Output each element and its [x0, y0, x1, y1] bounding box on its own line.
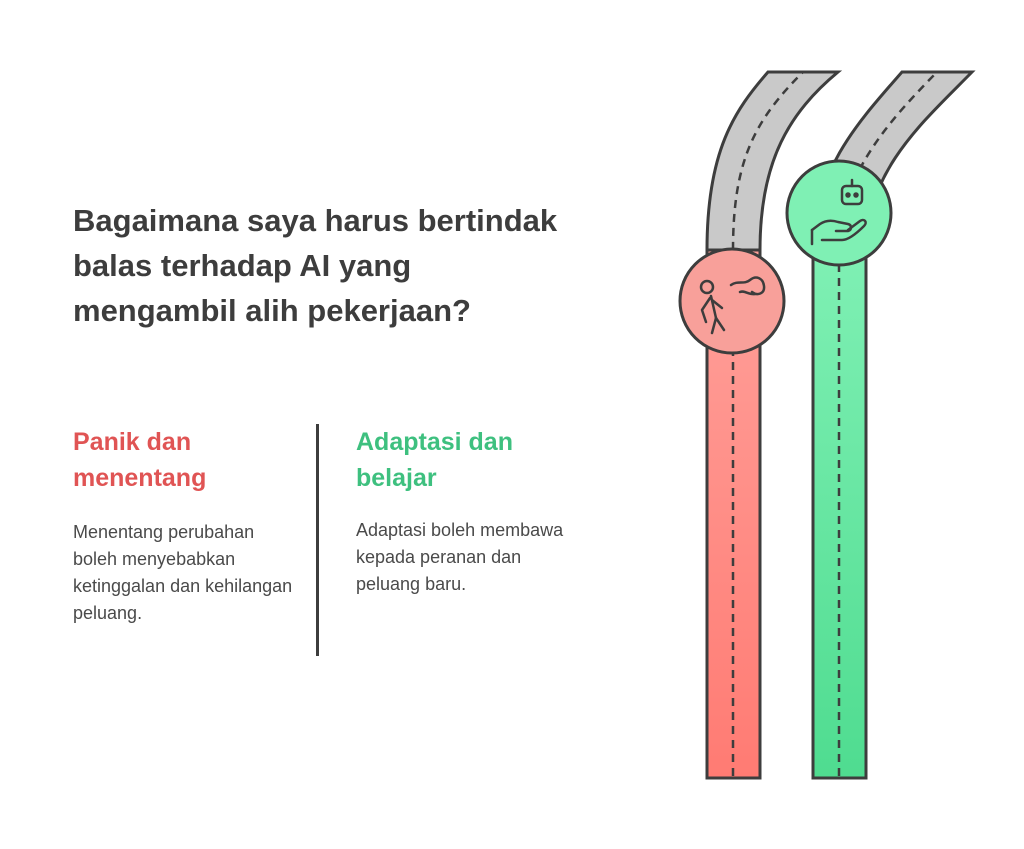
green-road	[811, 248, 868, 780]
robot-hand-icon	[810, 178, 867, 246]
column-divider	[316, 424, 319, 656]
option-panic-title: Panik dan menentang	[73, 428, 207, 492]
left-gray-road	[705, 70, 843, 252]
question-title: Bagaimana saya harus bertindak balas ter…	[73, 203, 558, 328]
struggling-person-icon	[699, 276, 766, 335]
option-adapt-description: Adaptasi boleh membawa kepada peranan da…	[356, 520, 564, 594]
panic-badge	[678, 247, 786, 355]
adapt-badge	[785, 159, 893, 267]
option-adapt-title: Adaptasi dan belajar	[356, 428, 513, 492]
option-panic-description: Menentang perubahan boleh menyebabkan ke…	[73, 522, 293, 623]
